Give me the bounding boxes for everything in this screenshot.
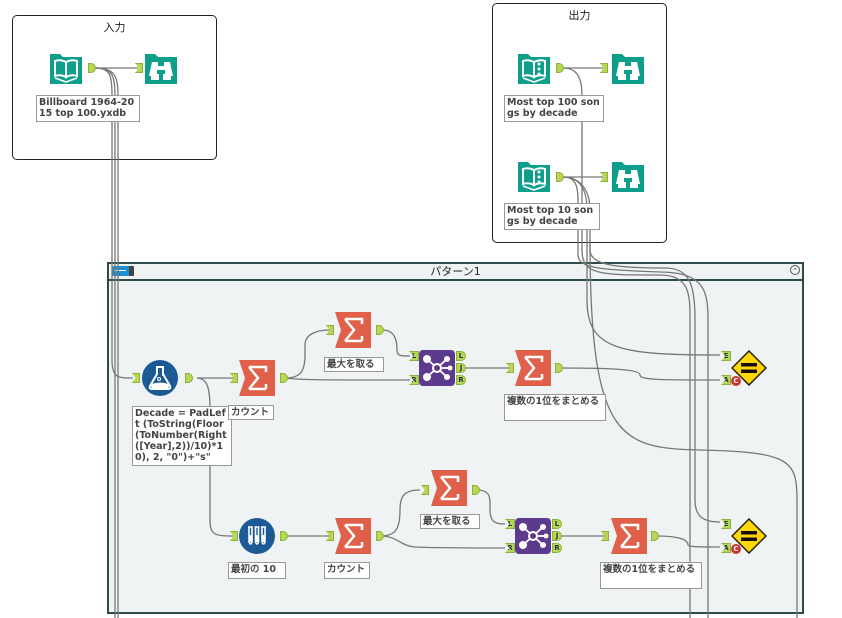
binoculars-icon [612,162,644,192]
sigma-icon [611,518,647,554]
test2-badge: C [731,544,741,554]
browse-tool-input[interactable] [143,50,179,86]
join-icon [419,350,455,386]
book-open-icon [50,54,82,84]
collapse-icon[interactable]: ⌃ [790,265,800,275]
join1-left-output-anchor[interactable]: L [456,351,466,361]
formula-label: Decade = PadLeft (ToString(Floor (ToNumb… [132,406,232,466]
book-output-icon [518,54,550,84]
test-tubes-icon [239,518,275,554]
count1-label: カウント [228,405,274,420]
sigma-icon [335,312,371,348]
max1-label: 最大を取る [324,357,384,372]
summ2-label: 複数の1位をまとめる [600,562,702,589]
join2-tool[interactable] [515,518,551,554]
formula-output-anchor[interactable] [185,373,193,383]
filter-label: 最初の 10 [228,562,286,579]
join2-left-output-anchor[interactable]: L [552,519,562,529]
binoculars-icon [145,54,177,84]
join1-join-output-anchor[interactable]: J [456,363,466,373]
max2-label: 最大を取る [420,514,480,529]
sigma-icon [335,518,371,554]
count2-summarize-tool[interactable] [335,518,371,554]
sigma-icon [239,360,275,396]
book-output-icon [518,162,550,192]
join2-join-output-anchor[interactable]: J [552,531,562,541]
formula-tool[interactable] [142,360,178,396]
join-icon [515,518,551,554]
browse-tool-top100[interactable] [610,50,646,86]
sample-first10-tool[interactable] [239,518,275,554]
output-top10-label: Most top 10 songs by decade [504,203,600,230]
flask-icon [142,360,178,396]
output-top100-label: Most top 100 songs by decade [504,95,604,122]
count2-label: カウント [324,562,370,579]
container-title: パターン1 [430,265,481,278]
summ2-summarize-tool[interactable] [611,518,647,554]
count1-summarize-tool[interactable] [239,360,275,396]
join1-right-output-anchor[interactable]: R [456,375,466,385]
summ1-summarize-tool[interactable] [515,350,551,386]
join1-tool[interactable] [419,350,455,386]
input-data-label: Billboard 1964-2015 top 100.yxdb [36,95,140,122]
output-group-title: 出力 [568,9,591,22]
sigma-icon [515,350,551,386]
summ1-label: 複数の1位をまとめる [504,394,606,421]
sigma-icon [431,470,467,506]
output-top100-tool[interactable] [516,50,552,86]
input-group[interactable]: 入力 [12,15,217,160]
output-top10-tool[interactable] [516,158,552,194]
join2-right-output-anchor[interactable]: R [552,543,562,553]
binoculars-icon [612,54,644,84]
browse-tool-top10[interactable] [610,158,646,194]
input-data-tool[interactable] [48,50,84,86]
input-group-title: 入力 [103,21,126,34]
max2-summarize-tool[interactable] [431,470,467,506]
test1-badge: C [731,376,741,386]
container-header: パターン1 ⌃ [109,264,802,281]
max1-summarize-tool[interactable] [335,312,371,348]
